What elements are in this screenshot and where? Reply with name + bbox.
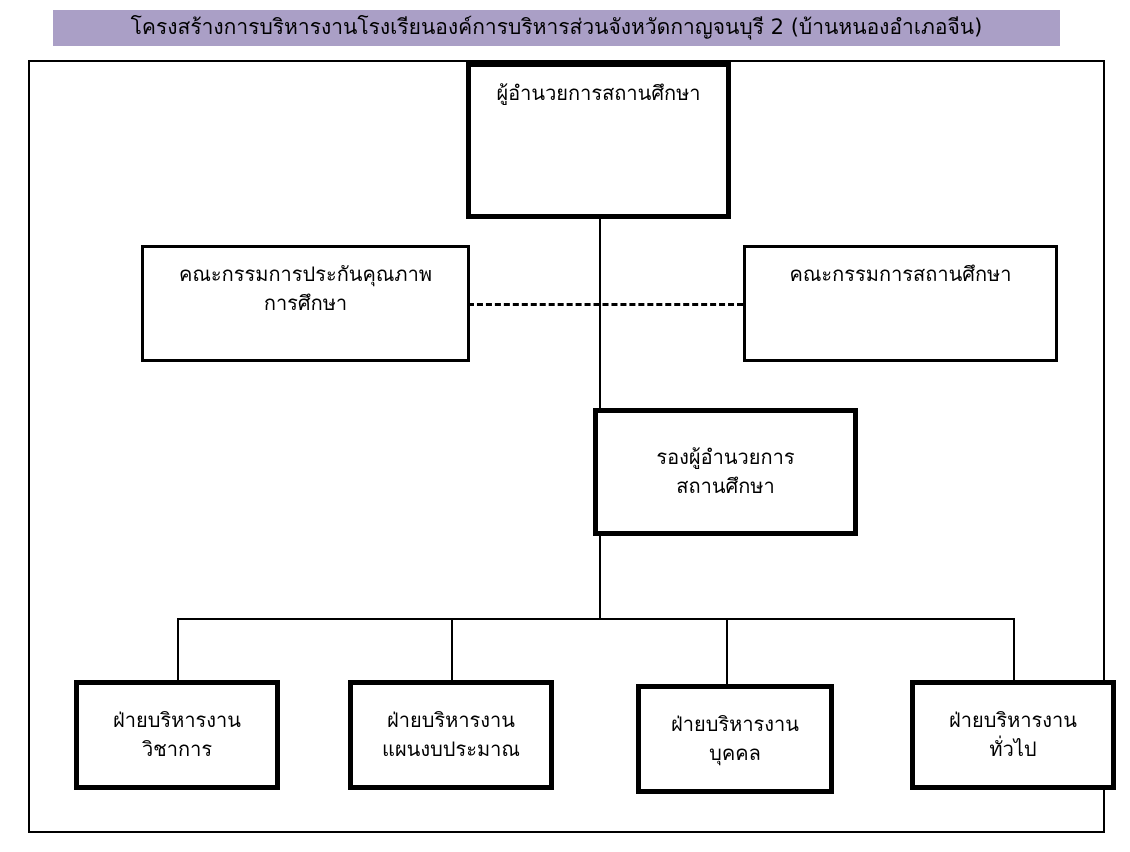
page-title: โครงสร้างการบริหารงานโรงเรียนองค์การบริห… — [130, 15, 983, 40]
node-deputy-director-line1: รองผู้อำนวยการ — [656, 445, 795, 469]
connector-committees-dashed — [468, 303, 743, 306]
node-director-line1: ผู้อำนวยการสถานศึกษา — [496, 81, 701, 105]
node-school-board-line1: คณะกรรมการสถานศึกษา — [789, 262, 1012, 286]
node-personnel[interactable]: ฝ่ายบริหารงาน บุคคล — [636, 684, 834, 794]
node-academic-line2: วิชาการ — [141, 737, 213, 761]
node-quality-assurance-line2: การศึกษา — [263, 291, 348, 315]
node-director[interactable]: ผู้อำนวยการสถานศึกษา — [466, 62, 731, 219]
node-personnel-line2: บุคคล — [709, 741, 761, 765]
connector-drop-personnel — [726, 618, 728, 684]
node-budget-line1: ฝ่ายบริหารงาน — [387, 708, 515, 732]
node-school-board-committee[interactable]: คณะกรรมการสถานศึกษา — [743, 245, 1058, 362]
node-quality-assurance-committee[interactable]: คณะกรรมการประกันคุณภาพ การศึกษา — [141, 245, 470, 362]
node-general-affairs[interactable]: ฝ่ายบริหารงาน ทั่วไป — [910, 680, 1116, 790]
connector-drop-budget — [451, 618, 453, 680]
node-budget-planning[interactable]: ฝ่ายบริหารงาน แผนงบประมาณ — [348, 680, 554, 790]
org-chart-frame: ผู้อำนวยการสถานศึกษา คณะกรรมการประกันคุณ… — [28, 60, 1116, 833]
chart-title-banner: โครงสร้างการบริหารงานโรงเรียนองค์การบริห… — [53, 10, 1060, 46]
node-academic-affairs[interactable]: ฝ่ายบริหารงาน วิชาการ — [74, 680, 280, 790]
node-deputy-director-line2: สถานศึกษา — [676, 474, 775, 498]
connector-drop-general — [1013, 618, 1015, 680]
node-budget-line2: แผนงบประมาณ — [382, 737, 520, 761]
node-deputy-director[interactable]: รองผู้อำนวยการ สถานศึกษา — [593, 408, 858, 536]
node-general-line1: ฝ่ายบริหารงาน — [949, 708, 1077, 732]
connector-drop-academic — [177, 618, 179, 680]
node-personnel-line1: ฝ่ายบริหารงาน — [671, 712, 799, 736]
connector-departments-bus — [177, 618, 1015, 620]
node-quality-assurance-line1: คณะกรรมการประกันคุณภาพ — [178, 262, 433, 286]
node-academic-line1: ฝ่ายบริหารงาน — [113, 708, 241, 732]
node-general-line2: ทั่วไป — [989, 737, 1037, 761]
